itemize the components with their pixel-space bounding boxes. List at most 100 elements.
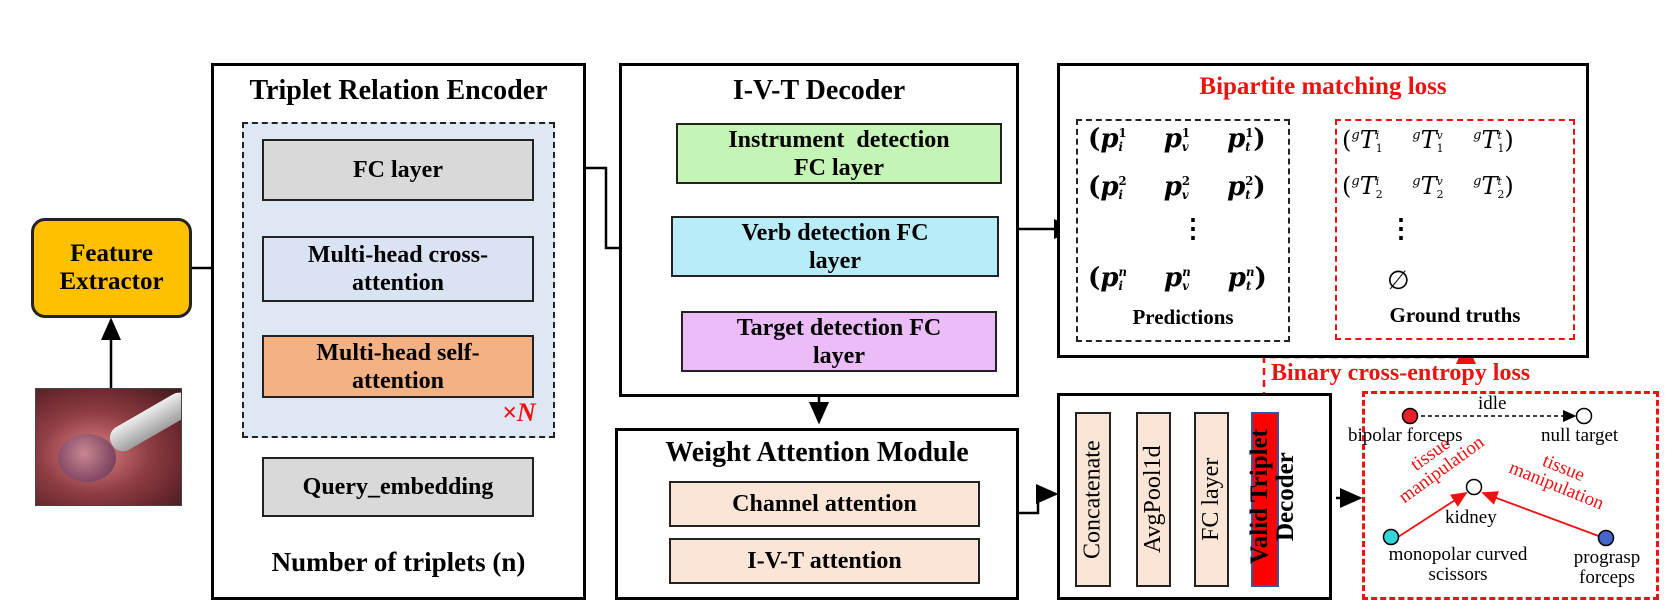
pred-sub: i	[1118, 188, 1123, 202]
pred-sub: v	[1182, 279, 1190, 293]
gt-sub: 2	[1436, 187, 1444, 201]
channel-attention-label: Channel attention	[732, 491, 917, 517]
pred-sup: 1	[1181, 126, 1190, 140]
avgpool-label: AvgPool1d	[1140, 445, 1166, 554]
bce-loss-label: Binary cross-entropy loss	[1271, 360, 1531, 386]
gt-sup: v	[1436, 128, 1443, 142]
verb-detection-label: Verb detection FC layer	[741, 219, 929, 274]
wam-title: Weight Attention Module	[665, 437, 969, 468]
organ-shape	[58, 434, 116, 482]
pred-sup: 2	[1181, 174, 1190, 188]
pred-sup: 1	[1245, 126, 1254, 140]
triplet-graph-panel	[1362, 391, 1659, 600]
kidney-label: kidney	[1445, 507, 1497, 528]
pred-sup: n	[1182, 265, 1191, 279]
gt-sub: 1	[1497, 141, 1505, 155]
gt-sup: i	[1375, 128, 1380, 142]
gt-sub: 1	[1436, 141, 1444, 155]
ground-truths-label: Ground truths	[1389, 303, 1521, 327]
pred-sub: t	[1245, 279, 1252, 293]
monopolar-node	[1382, 528, 1400, 546]
gt-vdots: ⋮	[1388, 214, 1414, 244]
instrument-detection-box: Instrument detection FC layer	[676, 123, 1002, 184]
ivt-attention-box: I-V-T attention	[669, 538, 980, 584]
prediction-row-1: ((pp1i p1v p1t)	[1088, 124, 1266, 154]
cross-attention-label: Multi-head cross-attention	[307, 242, 489, 296]
concatenate-label: Concatenate	[1079, 440, 1106, 559]
pred-sub: v	[1181, 188, 1189, 202]
valid-output-bar	[1251, 412, 1279, 587]
avgpool-box: AvgPool1d	[1136, 412, 1171, 587]
pred-sub: i	[1118, 279, 1123, 293]
repeat-label: ×N	[502, 398, 536, 428]
pred-sub: i	[1118, 140, 1123, 154]
decoder-title: I-V-T Decoder	[732, 75, 906, 106]
gt-sup: i	[1375, 174, 1380, 188]
channel-attention-box: Channel attention	[669, 481, 980, 527]
valid-decoder-name-box: Valid Triplet Decoder	[1246, 398, 1332, 596]
target-detection-box: Target detection FC layer	[681, 311, 997, 372]
idle-edge-label: idle	[1478, 393, 1507, 414]
valid-fc-box: FC layer	[1194, 412, 1229, 587]
matching-title: Bipartite matching loss	[1199, 73, 1447, 100]
gt-sub: 2	[1375, 187, 1383, 201]
gt-sym: T	[1420, 126, 1437, 154]
query-embedding-label: Query_embedding	[302, 474, 494, 500]
gt-sup: g	[1351, 174, 1360, 189]
gt-sup: t	[1497, 128, 1502, 142]
concatenate-box: Concatenate	[1075, 412, 1111, 587]
gt-sup: g	[1412, 174, 1421, 189]
gt-sup: g	[1473, 174, 1482, 189]
encoder-title: Triplet Relation Encoder	[249, 75, 548, 106]
self-attention-label: Multi-head self-attention	[316, 339, 480, 394]
pred-sub: t	[1245, 188, 1251, 202]
encoder-fc-layer: FC layer	[262, 139, 534, 201]
predictions-box	[1076, 119, 1290, 342]
gt-sup: g	[1412, 128, 1421, 143]
pred-sup: n	[1245, 265, 1255, 279]
pred-sup: n	[1118, 265, 1127, 279]
pred-sup: 1	[1118, 126, 1127, 140]
pred-sup: 2	[1118, 174, 1127, 188]
gt-sup: t	[1497, 174, 1502, 188]
tool-shape	[105, 389, 181, 456]
endoscopic-image	[35, 388, 182, 506]
prediction-vdots: ⋮	[1180, 214, 1206, 244]
num-triplets-label: Number of triplets (n)	[271, 547, 526, 577]
gt-sup: g	[1473, 128, 1482, 143]
monopolar-text: monopolar curved scissors	[1388, 544, 1528, 585]
ground-truths-box	[1335, 119, 1575, 340]
target-detection-label: Target detection FC layer	[736, 314, 942, 369]
gt-sup: g	[1351, 128, 1360, 143]
gt-sym: T	[1359, 172, 1376, 200]
gt-sym: T	[1420, 172, 1437, 200]
gt-sym: T	[1481, 126, 1498, 154]
null-target-node	[1575, 407, 1593, 425]
verb-detection-box: Verb detection FC layer	[671, 216, 999, 277]
prograsp-node	[1597, 529, 1615, 547]
pred-sub: v	[1181, 140, 1189, 154]
query-embedding-box: Query_embedding	[262, 457, 534, 517]
kidney-node	[1465, 478, 1483, 496]
matching-panel	[1057, 63, 1589, 358]
null-target-label: null target	[1541, 425, 1619, 446]
instrument-detection-label: Instrument detection FC layer	[728, 126, 956, 181]
gt-empty-set: ∅	[1387, 266, 1410, 296]
monopolar-label: monopolar curved scissors	[1378, 545, 1538, 585]
pred-sub: t	[1245, 140, 1251, 154]
gt-sub: 2	[1497, 187, 1505, 201]
gt-sym: T	[1481, 172, 1498, 200]
cross-attention-box: Multi-head cross-attention	[262, 236, 534, 302]
feature-extractor-box: Feature Extractor	[31, 218, 192, 318]
valid-fc-label: FC layer	[1198, 457, 1224, 542]
gt-sym: T	[1359, 126, 1376, 154]
feature-extractor-label: Feature Extractor	[59, 240, 164, 295]
bipolar-node	[1401, 407, 1419, 425]
predictions-label: Predictions	[1132, 305, 1234, 329]
encoder-fc-label: FC layer	[353, 157, 443, 183]
ivt-attention-label: I-V-T attention	[747, 548, 902, 574]
